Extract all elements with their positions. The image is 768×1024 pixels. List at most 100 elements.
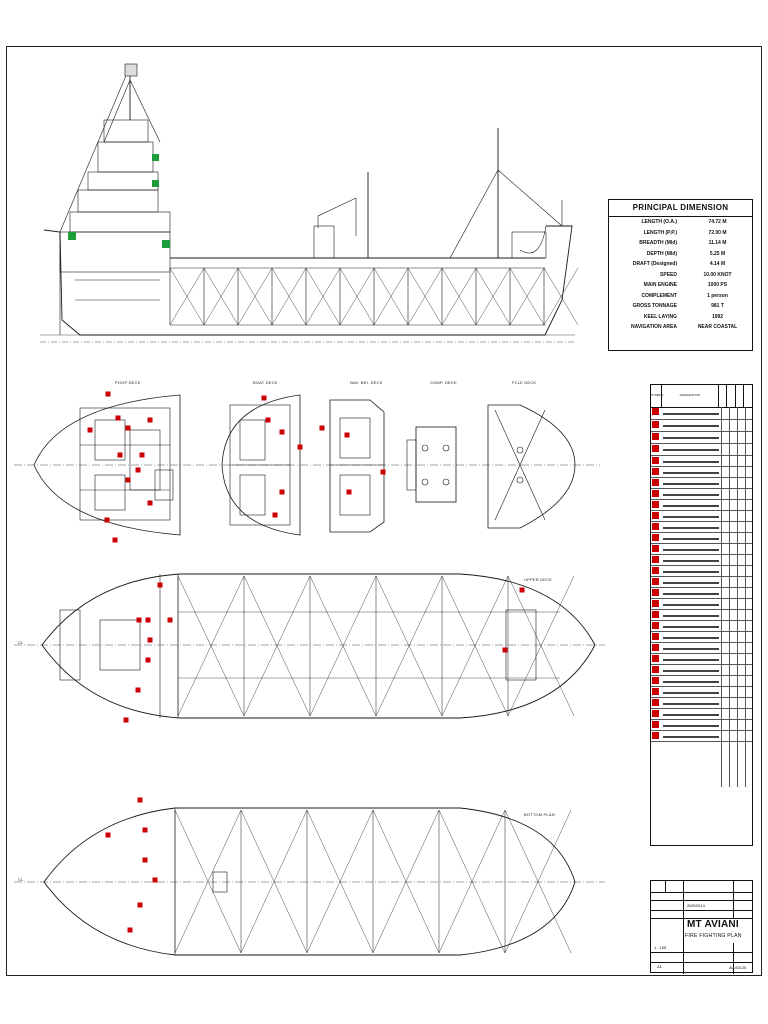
legend-row: [651, 555, 752, 566]
plan-name: FIRE FIGHTING PLAN: [685, 933, 742, 939]
fire-symbol-icon: [652, 433, 659, 440]
frame-line: [507, 575, 575, 717]
frame-line: [373, 267, 409, 326]
frame-line: [543, 267, 579, 326]
legend-designation-bar: [663, 713, 719, 716]
fire-symbol-icon: [652, 501, 659, 508]
fire-symbol-icon: [652, 578, 659, 585]
fire-symbol-icon: [652, 545, 659, 552]
label-nav-bridge-deck: NAV. BRI. DECK: [350, 380, 383, 385]
legend-designation-header: DESIGNATION: [662, 385, 719, 407]
fire-symbol-icon: [652, 534, 659, 541]
fire-symbol-icon: [652, 644, 659, 651]
fire-equipment-symbol: [272, 512, 278, 518]
dimension-value: 1 person: [707, 292, 728, 299]
legend-designation-bar: [663, 493, 719, 496]
fire-equipment-symbol: [115, 415, 121, 421]
dimension-value: 74.72 M: [708, 219, 727, 225]
frame-line: [169, 267, 205, 326]
frame-line: [372, 809, 440, 954]
frame-line: [509, 267, 545, 326]
fire-equipment-symbol: [139, 452, 145, 458]
legend-row: [651, 731, 752, 742]
drawing-date: 26/5/2014: [687, 903, 705, 908]
legend-row: [651, 420, 752, 432]
dimension-label: MAIN ENGINE: [643, 282, 677, 288]
fire-symbol-icon: [652, 732, 659, 739]
dimension-value: 10.00 KNOT: [703, 271, 732, 278]
frame-line: [237, 267, 273, 326]
fire-equipment-symbol: [117, 452, 123, 458]
legend-designation-bar: [663, 614, 719, 617]
legend-row: [651, 456, 752, 467]
frame-line: [306, 809, 374, 954]
frame-line: [438, 809, 506, 954]
profile-view: [40, 63, 579, 343]
legend-row: [651, 709, 752, 720]
legend-designation-bar: [663, 570, 719, 573]
frame-line: [305, 267, 341, 326]
fire-equipment-symbol: [142, 857, 148, 863]
frame-line: [339, 267, 375, 326]
forecastle-deck-plan: [487, 404, 576, 529]
fire-symbol-icon: [652, 468, 659, 475]
legend-designation-bar: [663, 735, 719, 738]
legend-designation-bar: [663, 669, 719, 672]
dimension-label: NAVIGATION AREA: [630, 324, 677, 330]
legend-designation-bar: [663, 482, 719, 485]
legend-row: [651, 500, 752, 511]
fire-symbol-icon: [652, 655, 659, 662]
fire-equipment-symbol: [125, 477, 131, 483]
legend-designation-bar: [663, 548, 719, 551]
legend-designation-bar: [663, 724, 719, 727]
fire-equipment-symbol: [279, 489, 285, 495]
fire-symbol-icon: [652, 457, 659, 464]
fire-equipment-symbol: [147, 637, 153, 643]
dimension-row: DRAFT (Designed)4.14 M: [609, 259, 752, 270]
upper-deck-plan: [41, 573, 596, 719]
fire-equipment-symbol: [519, 587, 525, 593]
dimension-label: BREADTH (Mld): [639, 240, 677, 246]
legend-designation-bar: [663, 460, 719, 463]
dimension-label: GROSS TONNAGE: [632, 303, 677, 309]
fire-equipment-symbol: [145, 657, 151, 663]
fire-symbol-icon: [652, 421, 659, 428]
fire-equipment-symbol: [105, 391, 111, 397]
legend-designation-bar: [663, 449, 719, 451]
fire-symbol-icon: [652, 677, 659, 684]
fire-equipment-symbol: [142, 827, 148, 833]
legend-row: [651, 687, 752, 698]
legend-designation-bar: [663, 537, 719, 540]
frame-line: [203, 267, 239, 326]
fire-equipment-symbol: [137, 902, 143, 908]
fire-equipment-symbol: [135, 687, 141, 693]
frame-line: [271, 267, 307, 326]
fire-equipment-symbol: [105, 832, 111, 838]
dimension-row: NAVIGATION AREA NEAR COASTAL: [609, 322, 752, 333]
dimension-value: 4.14 M: [709, 261, 726, 267]
legend-designation-bar: [663, 592, 719, 595]
dimension-value: 1000 PS: [707, 282, 728, 288]
legend-row: [651, 566, 752, 577]
fire-symbol-icon: [652, 445, 659, 452]
fire-symbol-icon: [652, 699, 659, 706]
legend-row: [651, 720, 752, 731]
legend-row: [651, 632, 752, 643]
frame-line: [475, 267, 511, 326]
legend-row: [651, 676, 752, 687]
legend-row: [651, 478, 752, 489]
legend-row: [651, 511, 752, 522]
label-boat-deck: BOAT DECK: [253, 380, 278, 385]
fire-symbol-icon: [652, 556, 659, 563]
fire-symbol-icon: [652, 666, 659, 673]
fire-equipment-symbol: [265, 417, 271, 423]
dimension-row: MAIN ENGINE 1000 PS: [609, 280, 752, 291]
dimension-row: BREADTH (Mld)11.14 M: [609, 238, 752, 249]
dimension-row: LENGTH (P.P.)72.00 M: [609, 228, 752, 239]
dimension-value: NEAR COASTAL: [697, 324, 738, 330]
bottom-plan: [43, 807, 576, 956]
